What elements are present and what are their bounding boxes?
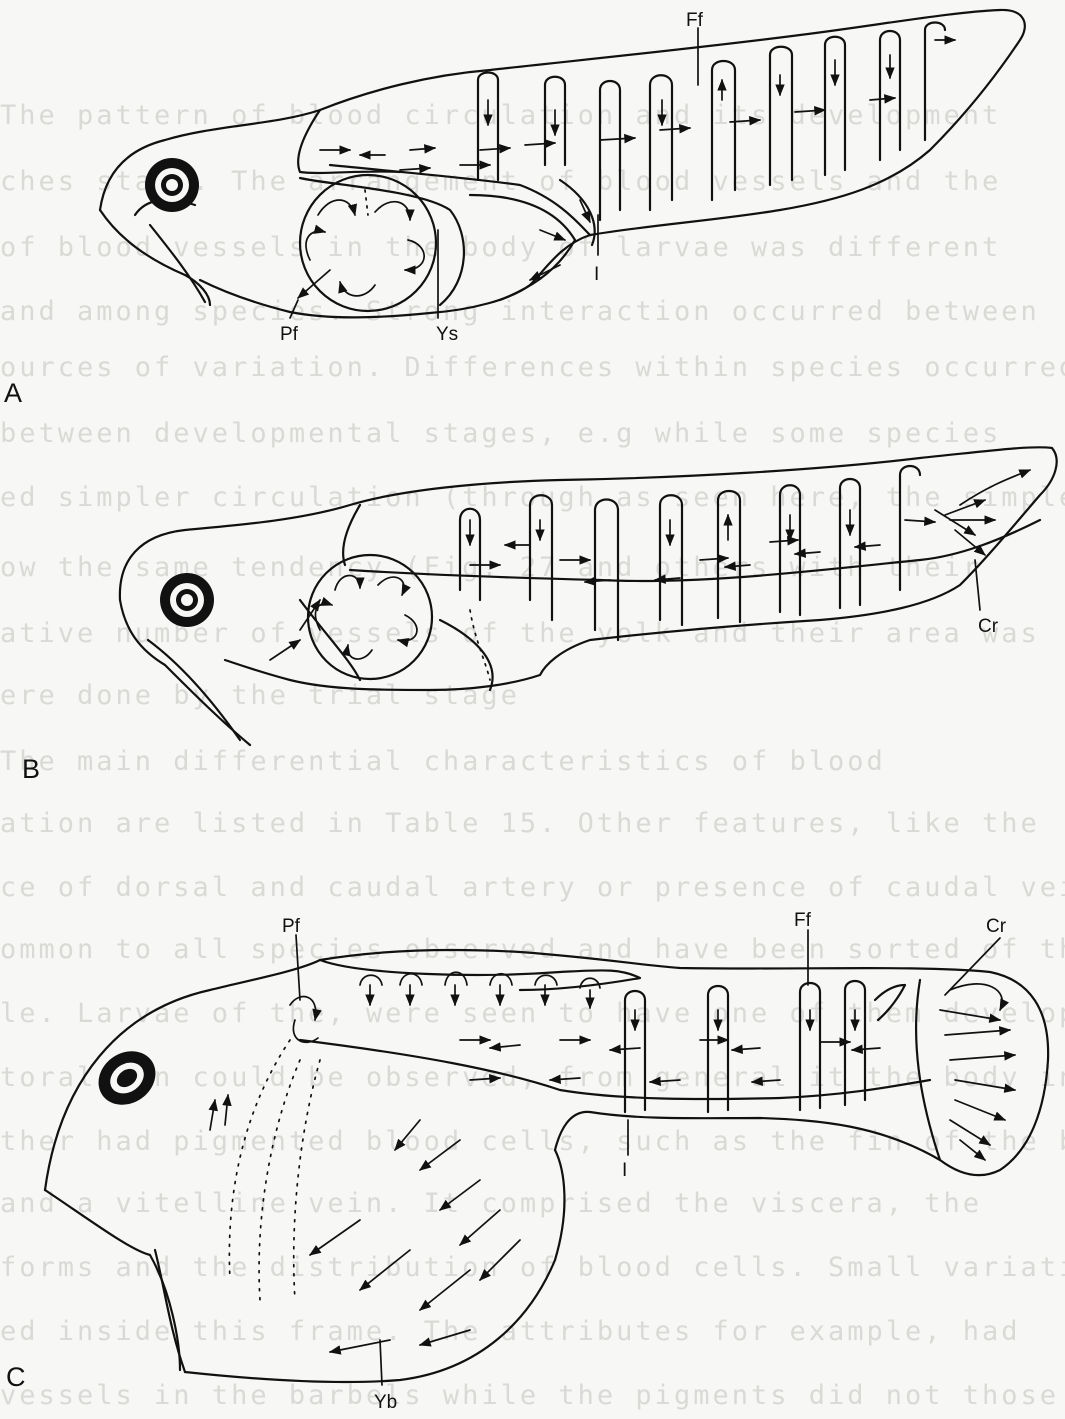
- yolk-sac-a: [298, 175, 436, 311]
- eye-a: [145, 158, 199, 212]
- larva-c-outline: [45, 950, 1048, 1382]
- label-ff-c: Ff: [794, 910, 812, 931]
- label-cr-c: Cr: [986, 916, 1007, 937]
- label-pf-c: Pf: [282, 916, 301, 937]
- eye-b: [160, 573, 214, 627]
- trunk-loops-b: [460, 466, 920, 640]
- trunk-loops-a: [478, 23, 945, 221]
- dotted-vessels-c: [229, 1040, 320, 1300]
- label-i-c: I: [622, 1160, 627, 1181]
- label-pf-a: Pf: [280, 324, 299, 345]
- flow-arrows-a: [320, 40, 955, 280]
- label-ff-a: Ff: [686, 10, 704, 31]
- larva-b-outline: [120, 447, 1057, 745]
- label-yb-c: Yb: [374, 1392, 397, 1413]
- panel-label-b: B: [22, 754, 40, 784]
- panel-a: Ff I Ys Pf A: [4, 10, 1025, 408]
- panel-c: Pf Ff Cr I Yb C: [6, 910, 1048, 1413]
- eye-c: [88, 1040, 166, 1115]
- label-cr-b: Cr: [978, 616, 999, 637]
- larva-a-outline: [100, 10, 1025, 317]
- label-ys-a: Ys: [436, 324, 458, 345]
- flow-arrows-c: [210, 984, 1015, 1352]
- panel-label-a: A: [4, 378, 22, 408]
- flow-arrows-b: [300, 470, 1030, 630]
- panel-b: Cr B: [22, 447, 1057, 784]
- label-i-a: I: [594, 264, 599, 285]
- trunk-loops-c: [290, 972, 865, 1112]
- leader-lines-c: [296, 930, 1000, 1385]
- yolk-sac-b: [270, 555, 490, 680]
- panel-label-c: C: [6, 1362, 26, 1392]
